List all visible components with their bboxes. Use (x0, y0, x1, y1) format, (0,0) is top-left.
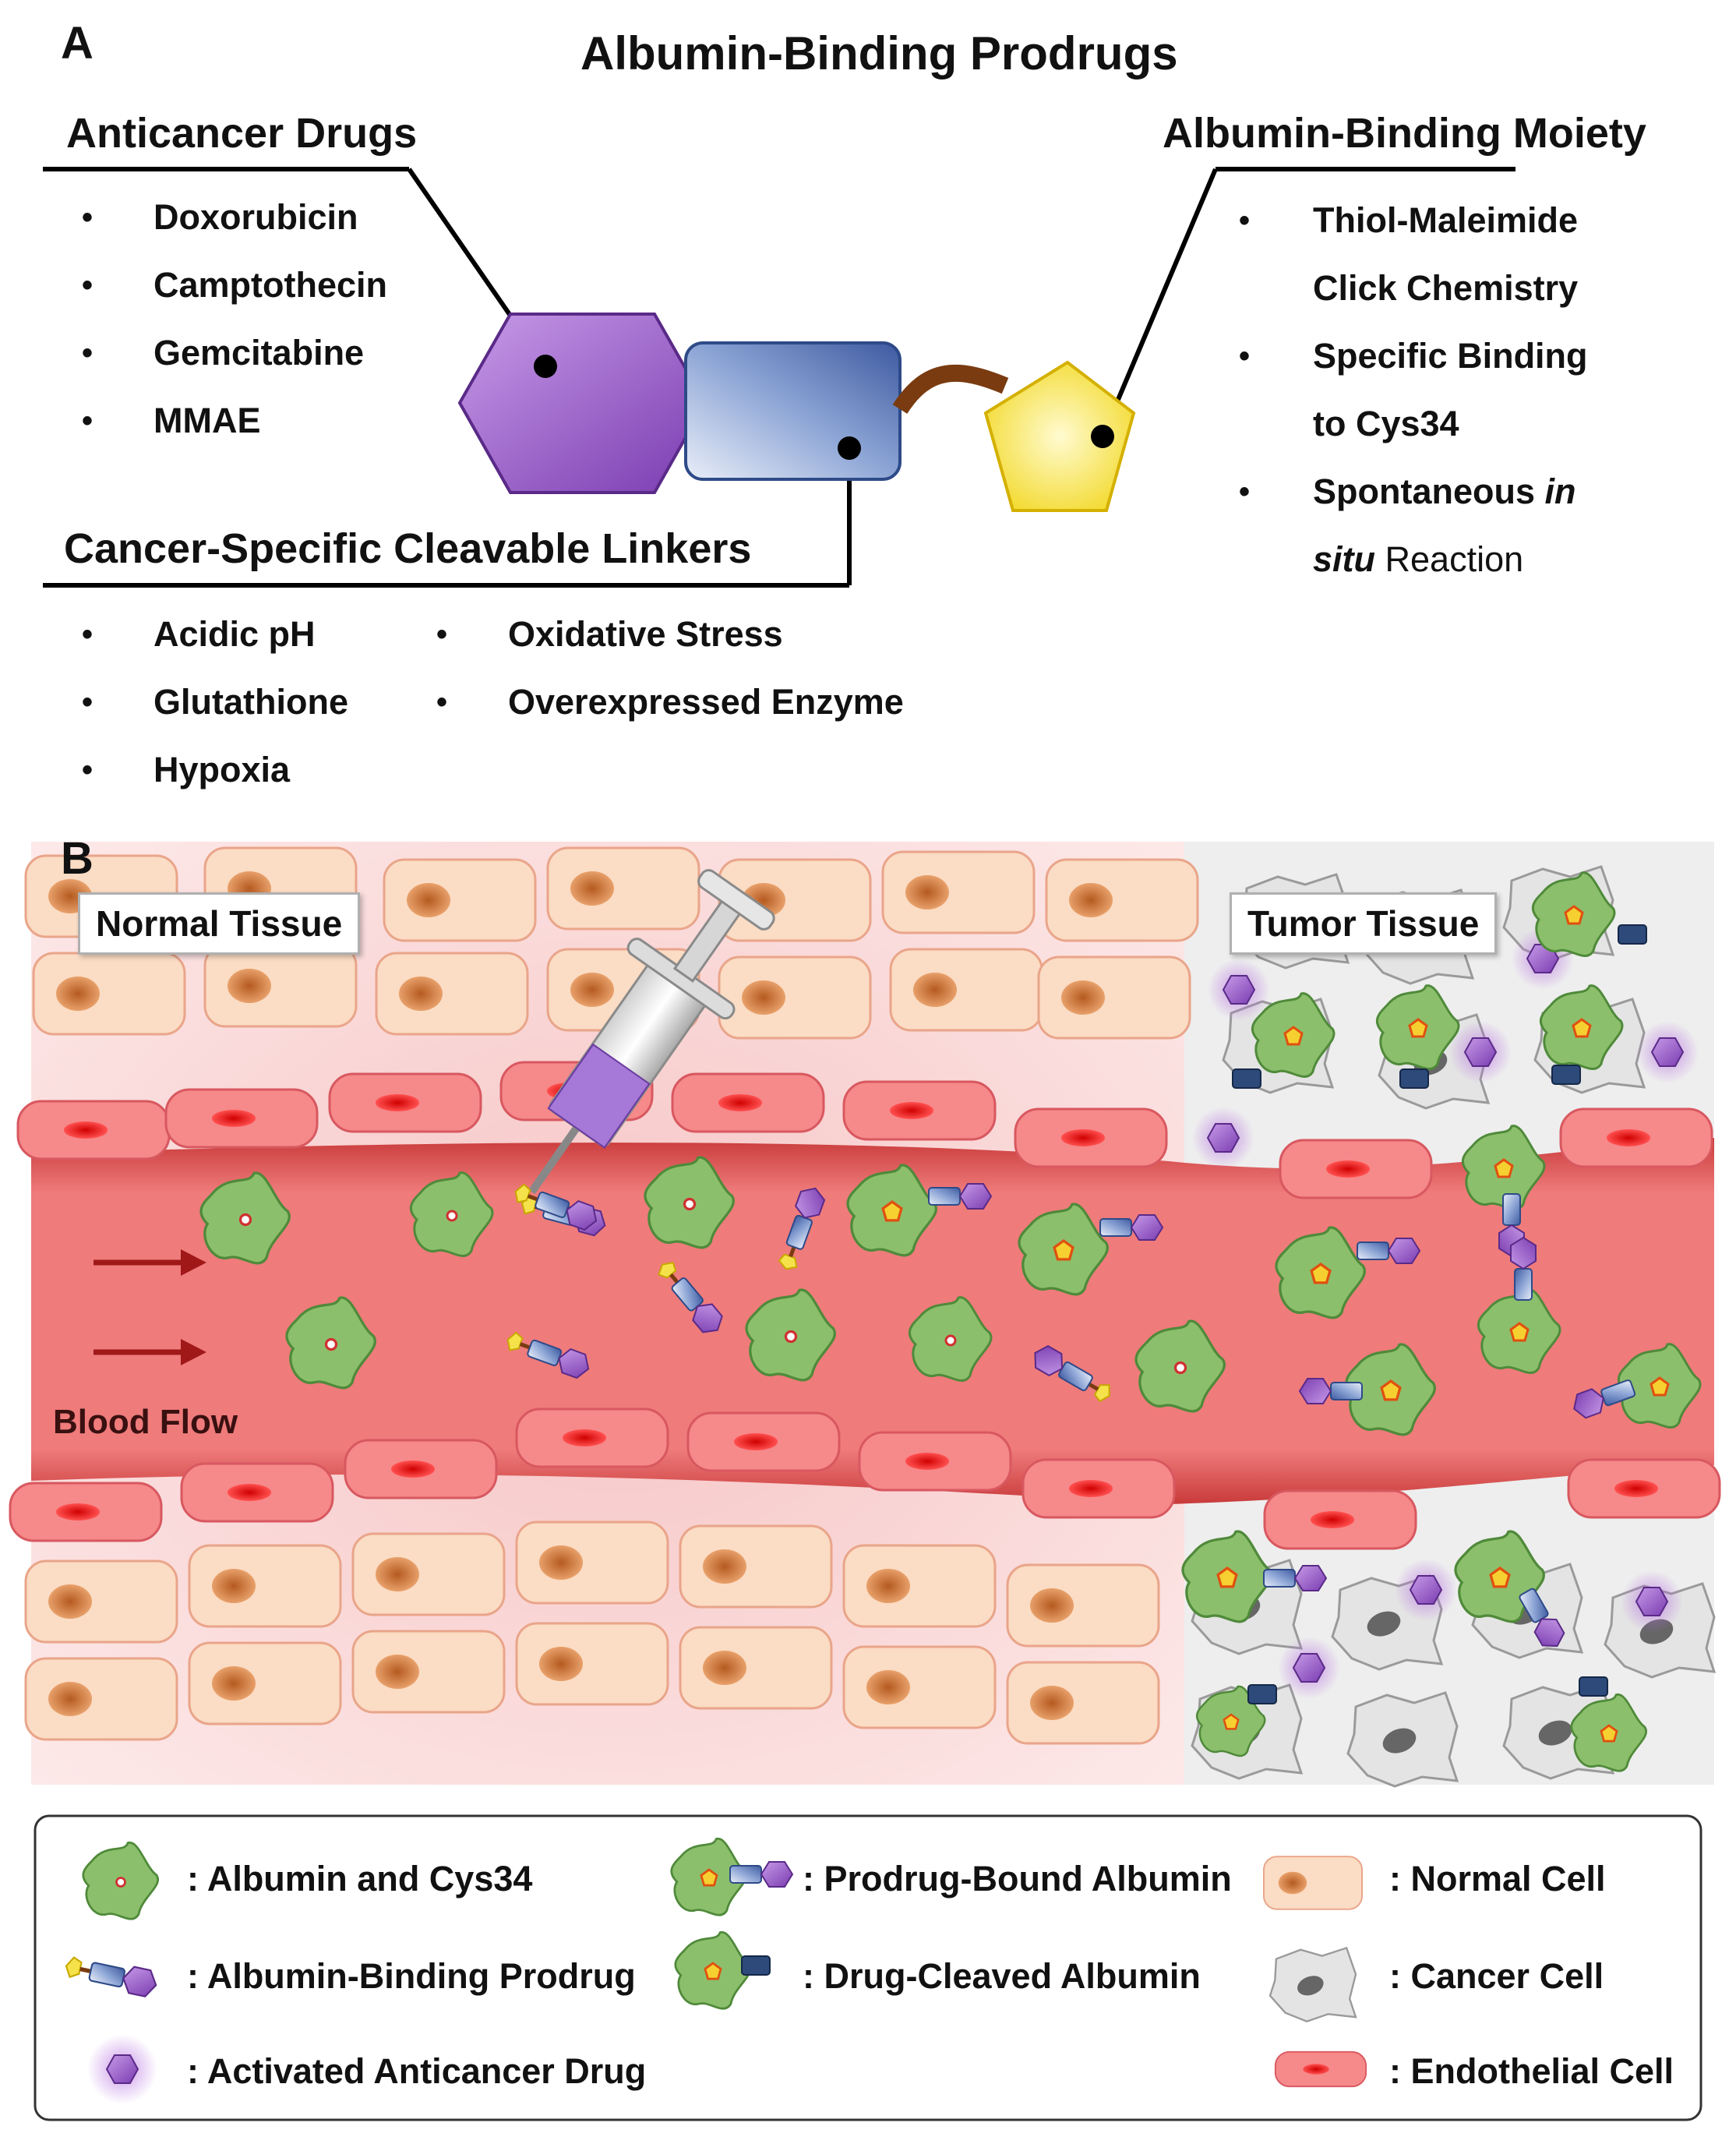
moiety-leader (1100, 168, 1218, 438)
legend-endothelial-label: : Endothelial Cell (1389, 2051, 1674, 2091)
panel-a-title: Albumin-Binding Prodrugs (580, 27, 1178, 79)
legend-drug-cleaved-label: : Drug-Cleaved Albumin (803, 1956, 1201, 1996)
legend-activated-drug-icon (106, 2054, 139, 2084)
legend-activated-drug-label: : Activated Anticancer Drug (187, 2051, 647, 2091)
anticancer-heading: Anticancer Drugs (66, 110, 418, 157)
normal-tissue-label: Normal Tissue (78, 892, 361, 955)
legend-cancer-cell-icon (1268, 1947, 1357, 2022)
panel-b-graphics (9, 842, 1721, 1788)
bullet: • (82, 336, 94, 370)
bullet: • (82, 753, 94, 787)
moiety-dot (1091, 425, 1114, 448)
bullet: • (82, 268, 94, 302)
moiety-pentagon (983, 360, 1136, 512)
moiety-item: Click Chemistry (1313, 268, 1579, 308)
bullet: • (1239, 475, 1251, 509)
legend-prodrug-label: : Albumin-Binding Prodrug (187, 1956, 636, 1996)
panel-a-graphics (43, 167, 1515, 588)
bullet: • (82, 200, 94, 235)
linker-item: Acidic pH (153, 614, 316, 654)
drug-item: Doxorubicin (153, 197, 358, 237)
bullet: • (436, 685, 448, 719)
tether (892, 364, 1009, 415)
linkers-heading: Cancer-Specific Cleavable Linkers (64, 525, 752, 572)
legend-prodrug-bound-label: : Prodrug-Bound Albumin (803, 1859, 1232, 1898)
moiety-item: Thiol-Maleimide (1313, 200, 1579, 240)
legend-normal-cell-icon (1262, 1856, 1364, 1910)
drug-item: Camptothecin (153, 265, 388, 305)
drug-hexagon (457, 313, 707, 494)
syringe-icon (528, 869, 775, 1195)
moiety-item: situ Reaction (1313, 539, 1524, 579)
linker-item: Hypoxia (153, 750, 291, 789)
legend-graphics (34, 1814, 1702, 2121)
legend-albumin-label: : Albumin and Cys34 (187, 1859, 533, 1898)
anticancer-dot (534, 355, 557, 378)
moiety-item: to Cys34 (1313, 404, 1459, 443)
drug-item: MMAE (153, 401, 261, 440)
bullet: • (1239, 203, 1251, 238)
bullet: • (82, 685, 94, 719)
moiety-heading: Albumin-Binding Moiety (1163, 110, 1646, 157)
panel-b-label: B (61, 833, 94, 884)
bullet: • (1239, 339, 1251, 373)
panel-a-label: A (61, 18, 94, 69)
legend-endothelial-icon (1274, 2050, 1367, 2088)
linker-item: Oxidative Stress (508, 614, 783, 654)
drug-item: Gemcitabine (153, 333, 365, 373)
blood-flow-arrows (94, 1249, 206, 1365)
linker-block (684, 341, 902, 481)
bullet: • (436, 617, 448, 652)
italic-in: in (1544, 472, 1576, 511)
linker-dot (838, 436, 861, 460)
moiety-item: Spontaneous in (1313, 472, 1576, 511)
legend-cancer-cell-label: : Cancer Cell (1389, 1956, 1604, 1996)
legend-normal-cell-label: : Normal Cell (1389, 1859, 1606, 1898)
linker-item: Overexpressed Enzyme (508, 682, 904, 722)
italic-situ: situ (1313, 539, 1376, 579)
moiety-item: Specific Binding (1313, 336, 1588, 376)
tumor-tissue-label: Tumor Tissue (1230, 892, 1498, 955)
bullet: • (82, 617, 94, 652)
bullet: • (82, 404, 94, 438)
linker-item: Glutathione (153, 682, 348, 722)
blood-flow-label: Blood Flow (53, 1403, 238, 1441)
